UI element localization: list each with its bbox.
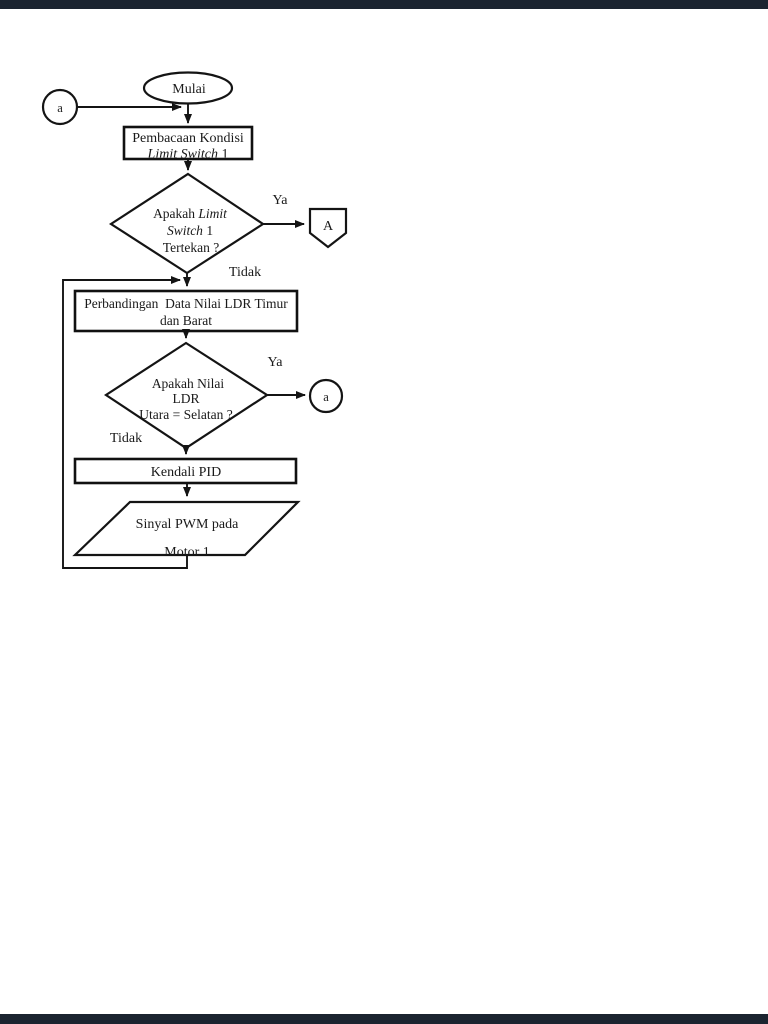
process2-line2: dan Barat [160, 313, 212, 328]
io-sinyal-pwm [72, 500, 301, 557]
decision1-line3: Tertekan ? [163, 240, 219, 255]
offpage-connector-A-label: A [323, 219, 334, 234]
connector-a-left-label: a [57, 101, 63, 115]
decision1-line2: Switch 1 [167, 223, 213, 238]
decision-limit-switch [108, 172, 266, 275]
process-read-limit-switch [122, 125, 254, 161]
connector-a-right [308, 378, 344, 414]
connector-a-right-label: a [323, 390, 329, 404]
process3-label: Kendali PID [151, 465, 221, 480]
viewer-bottom-bar [0, 1014, 768, 1024]
decision2-line2: LDR [173, 391, 200, 406]
decision2-line1: Apakah Nilai [152, 376, 225, 391]
decision2-line3: Utara = Selatan ? [139, 407, 232, 422]
connector-a-left [41, 88, 79, 126]
process-compare-ldr [73, 289, 299, 333]
start-label: Mulai [172, 82, 206, 97]
viewer-top-bar [0, 0, 768, 9]
process1-line2: Limit Switch 1 [147, 147, 229, 162]
process2-line1: Perbandingan Data Nilai LDR Timur [84, 296, 288, 311]
decision1-yes-label: Ya [273, 193, 289, 208]
decision2-no-label: Tidak [110, 431, 142, 446]
io-line2: Motor 1 [164, 545, 210, 560]
process1-line1: Pembacaan Kondisi [132, 131, 244, 146]
decision-ldr [103, 341, 270, 450]
decision1-line1: Apakah Limit [153, 206, 228, 221]
edge-feedback-loop [62, 276, 188, 569]
process-kendali-pid [73, 457, 298, 485]
offpage-connector-A [308, 207, 348, 249]
decision1-no-label: Tidak [229, 265, 261, 280]
decision2-yes-label: Ya [268, 355, 284, 370]
io-line1: Sinyal PWM pada [136, 517, 239, 532]
start-terminator [142, 71, 234, 105]
